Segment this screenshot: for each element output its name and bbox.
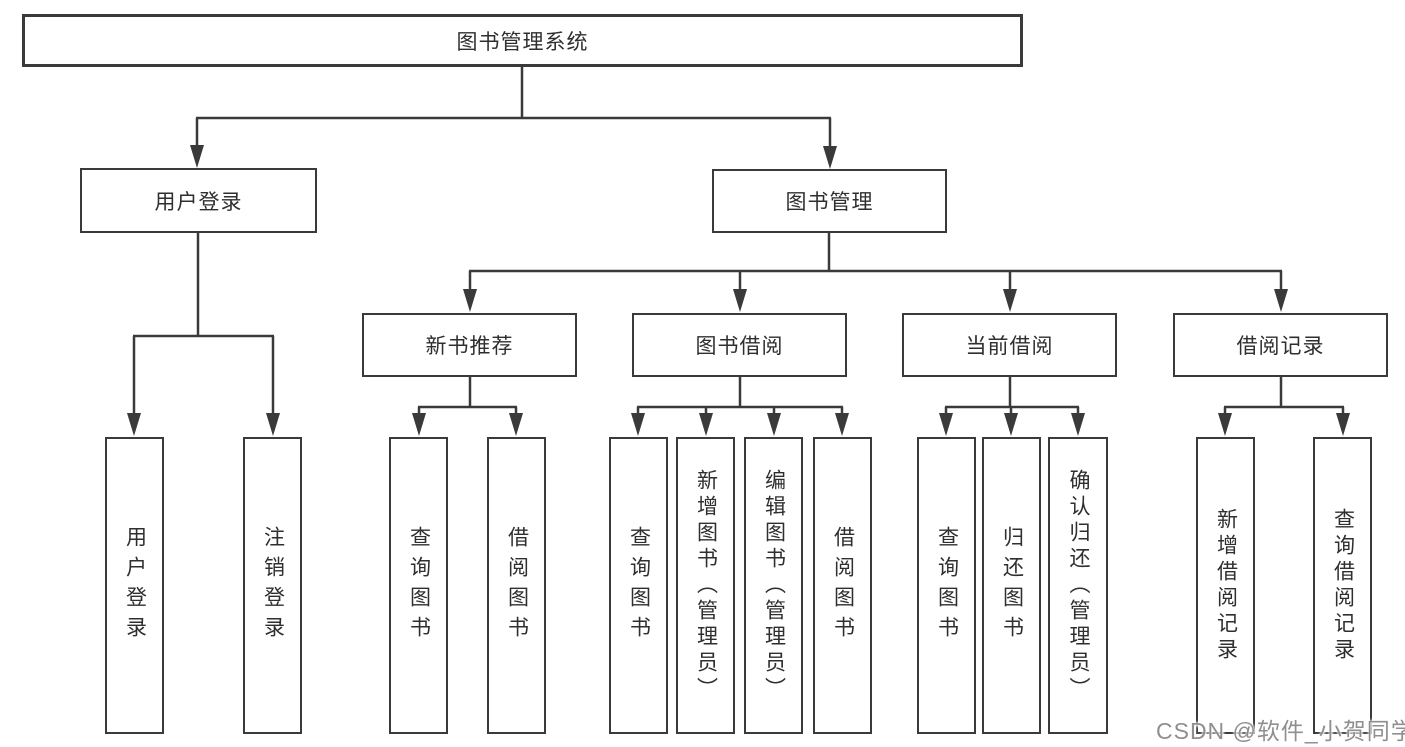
leaf-record-query: 查询借阅记录 [1313,437,1372,734]
leaf-user-login: 用户登录 [105,437,164,734]
leaf-user-logout: 注销登录 [243,437,302,734]
node-current-borrow: 当前借阅 [902,313,1117,377]
node-system-root: 图书管理系统 [22,14,1023,67]
connector-root-to-level2 [190,67,837,169]
connector-record-to-leaves [1218,377,1350,436]
leaf-borrow-add-admin: 新增图书（管理员） [676,437,735,734]
node-new-book-recommend: 新书推荐 [362,313,577,377]
leaf-current-return: 归还图书 [982,437,1041,734]
connector-current-to-leaves [939,377,1085,436]
leaf-current-confirm-return-admin: 确认归还（管理员） [1048,437,1108,734]
leaf-borrow-book: 借阅图书 [813,437,872,734]
leaf-borrow-query: 查询图书 [609,437,668,734]
connector-borrow-to-leaves [631,377,849,436]
connector-user-to-leaves [127,233,280,436]
leaf-record-add: 新增借阅记录 [1196,437,1255,734]
leaf-newbook-query: 查询图书 [389,437,448,734]
node-borrow-record: 借阅记录 [1173,313,1388,377]
connector-newbook-to-leaves [412,377,523,436]
leaf-borrow-edit-admin: 编辑图书（管理员） [744,437,803,734]
leaf-newbook-borrow: 借阅图书 [487,437,546,734]
node-user-login: 用户登录 [80,168,317,233]
node-book-borrow: 图书借阅 [632,313,847,377]
leaf-current-query: 查询图书 [917,437,976,734]
node-book-management: 图书管理 [712,169,947,233]
csdn-watermark: CSDN @软件_小贺同学 [1156,718,1405,744]
connector-mgmt-to-level3 [463,233,1288,312]
